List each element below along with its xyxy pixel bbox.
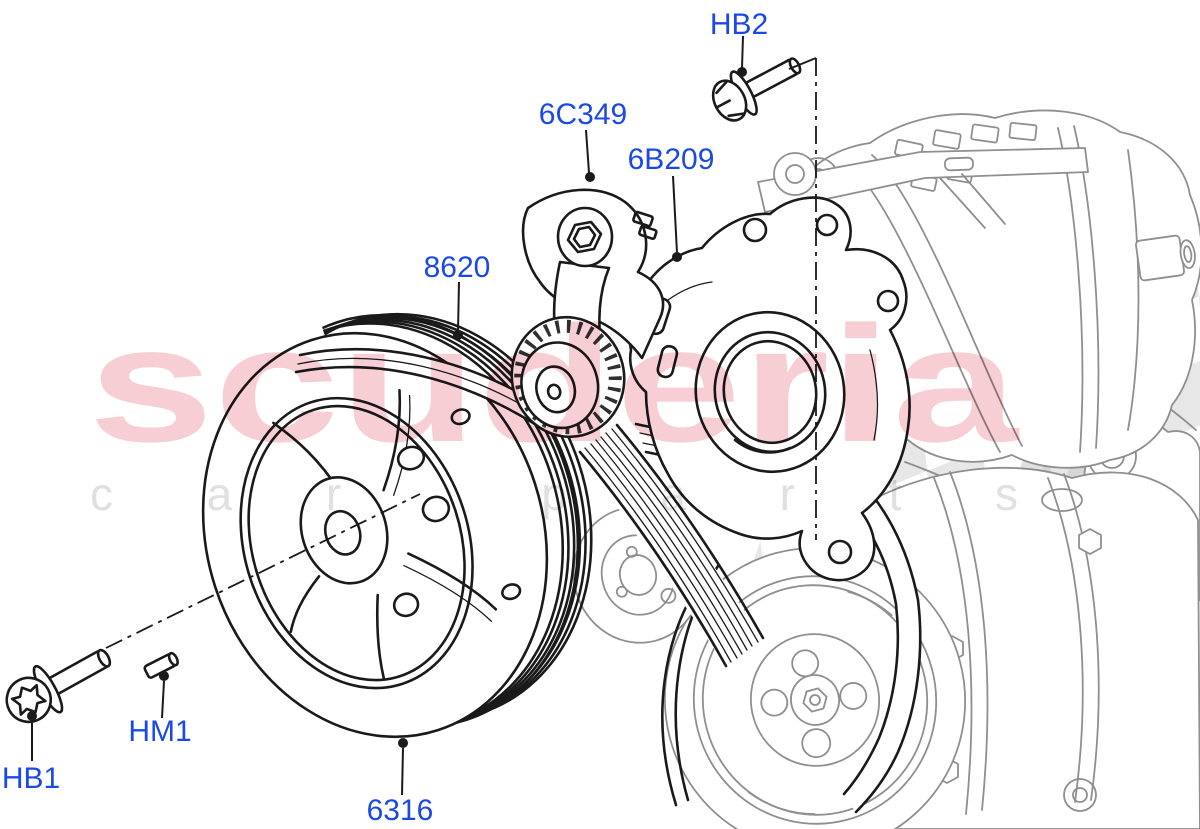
leader-6c349 xyxy=(585,129,595,182)
part-label-6316[interactable]: 6316 xyxy=(367,794,434,827)
tensioner-bracket-drawing xyxy=(628,196,911,582)
leader-hb2 xyxy=(737,35,747,77)
leader-6b209 xyxy=(672,175,682,262)
leader-hm1 xyxy=(159,671,169,719)
bolt-hb1-drawing xyxy=(5,493,421,724)
belt-tensioner-drawing xyxy=(510,188,665,439)
part-label-6b209[interactable]: 6B209 xyxy=(628,143,715,176)
part-label-hb1[interactable]: HB1 xyxy=(2,762,60,795)
hb1-centerline xyxy=(105,493,421,649)
leader-6316 xyxy=(398,738,408,796)
part-label-6c349[interactable]: 6C349 xyxy=(539,98,627,131)
engine-mount-background-drawing xyxy=(757,147,1089,229)
leader-8620 xyxy=(453,281,463,340)
bolt-hb2-drawing xyxy=(711,57,817,540)
watermark-brand-text: scuderia xyxy=(88,292,1020,476)
leader-hb1 xyxy=(27,711,37,761)
tensioner-pulley xyxy=(510,315,626,439)
part-label-8620[interactable]: 8620 xyxy=(424,251,491,284)
part-label-hm1[interactable]: HM1 xyxy=(128,715,191,748)
part-label-hb2[interactable]: HB2 xyxy=(710,8,768,41)
